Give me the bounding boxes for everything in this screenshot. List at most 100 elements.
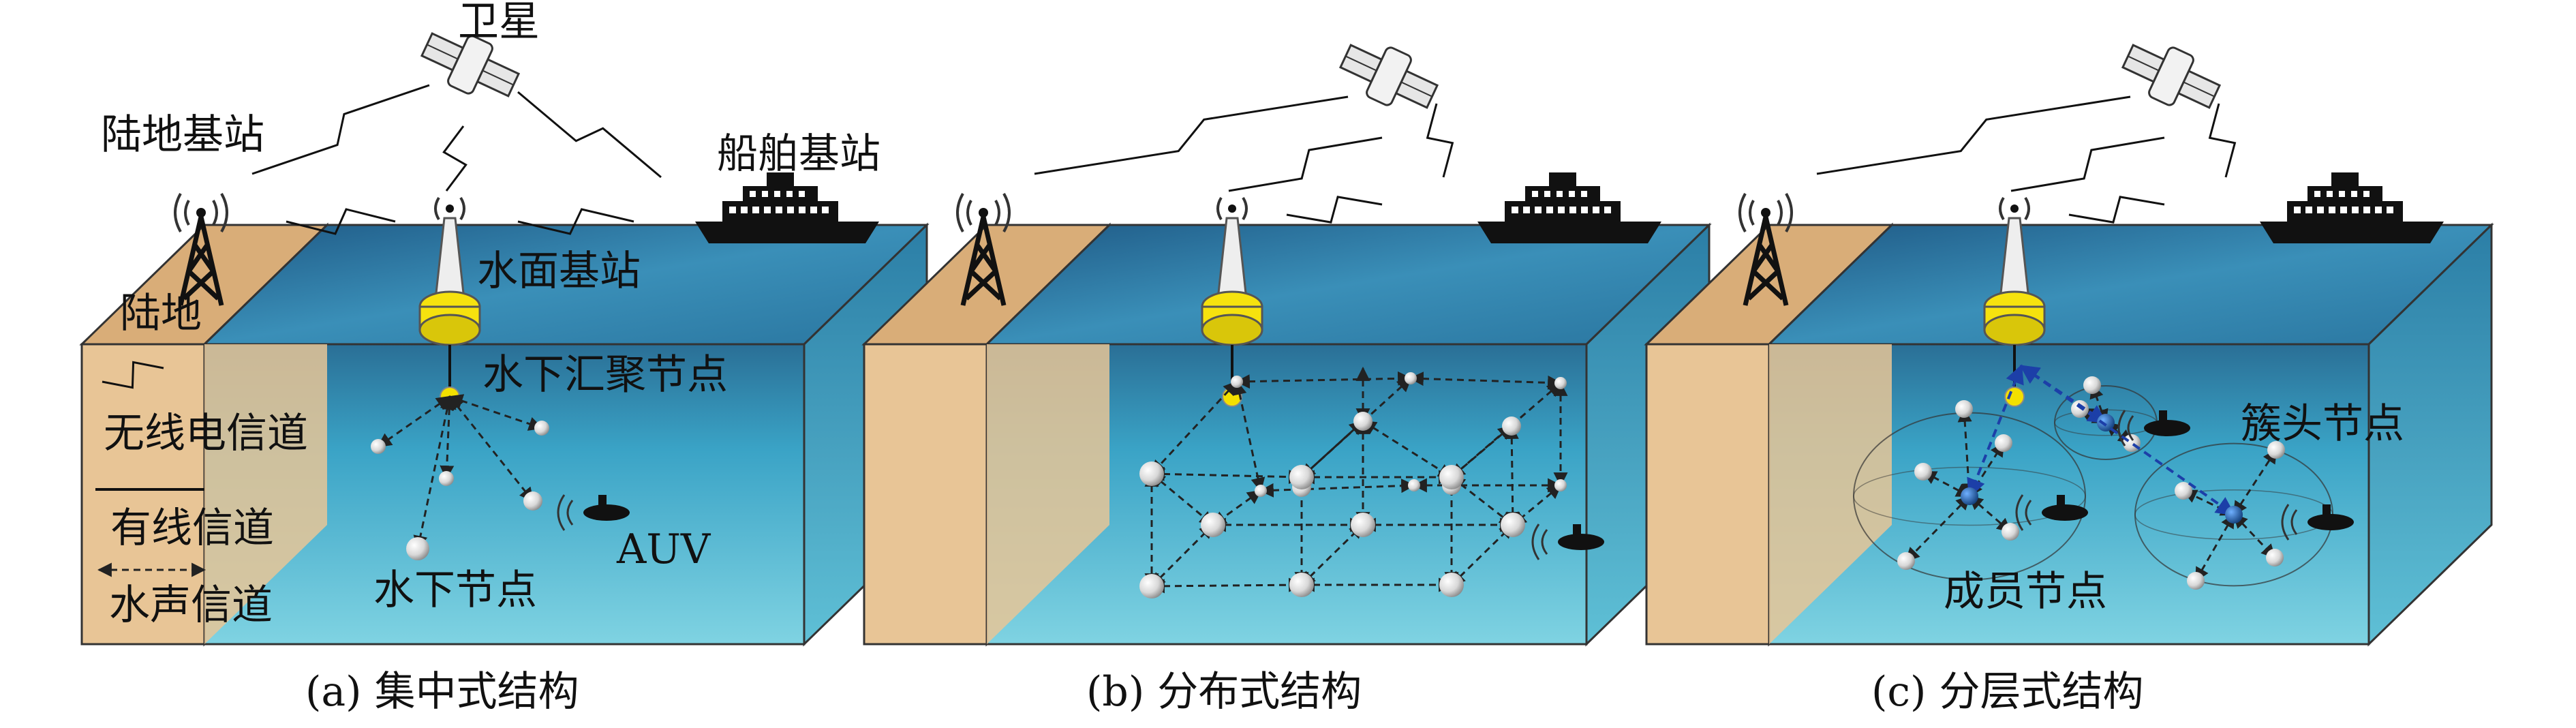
underwater-node (406, 537, 429, 560)
radio-link (2010, 136, 2165, 192)
acoustic-link (1450, 425, 1513, 479)
head-to-sink-link (1967, 364, 2024, 498)
land-tower-icon (956, 193, 1011, 306)
underwater-node (1353, 412, 1373, 431)
member-node (2267, 441, 2285, 459)
radio-link (442, 125, 467, 192)
auv-icon (1531, 524, 1604, 560)
land-label: 陆地 (120, 290, 202, 337)
auv-icon (557, 494, 630, 531)
underwater-node (1139, 461, 1164, 486)
satellite-icon (1338, 44, 1439, 109)
legend-wired-label: 有线信道 (110, 504, 274, 552)
underwater-node (1502, 416, 1521, 436)
star-topology (95, 361, 630, 577)
member-node (1897, 552, 1915, 570)
underwater-node (1231, 376, 1243, 388)
satellite-icon (2121, 44, 2222, 109)
underwater-node (1439, 573, 1464, 597)
ship-icon (1477, 172, 1661, 243)
acoustic-link (1922, 470, 1971, 498)
radio-link (1034, 95, 1349, 175)
acoustic-link (1150, 380, 1238, 475)
legend-radio-line (102, 361, 164, 389)
acoustic-link (1362, 420, 1453, 479)
cluster-head-node (2225, 506, 2243, 524)
acoustic-link (1409, 371, 1563, 390)
radio-link (2068, 196, 2165, 224)
legend-radio-label: 无线电信道 (104, 410, 308, 457)
land-tower-icon (1738, 193, 1793, 306)
auv-label: AUV (617, 526, 711, 573)
acoustic-link (1259, 479, 1416, 498)
radio-link (1286, 196, 1383, 224)
acoustic-link (1968, 495, 2012, 533)
acoustic-link (2194, 513, 2235, 582)
member-node (1914, 463, 1932, 481)
acoustic-link (1450, 476, 1514, 526)
underwater-node (1408, 479, 1420, 491)
radio-link (251, 84, 430, 175)
member-node (2071, 400, 2089, 418)
land-inner (1769, 344, 1892, 644)
underwater-node (1201, 513, 1225, 537)
acoustic-link (1300, 420, 1364, 479)
underwater-node (1289, 465, 1314, 489)
land-tower-icon (174, 193, 228, 306)
satellite-icon (420, 32, 521, 97)
land-block (1645, 343, 1770, 646)
panel-b (861, 44, 1712, 647)
member-node-label: 成员节点 (1944, 568, 2107, 616)
sink-node-label: 水下汇聚节点 (482, 351, 728, 399)
acoustic-link (2233, 513, 2276, 559)
underwater-node-label: 水下节点 (373, 566, 537, 614)
acoustic-link (1300, 524, 1364, 586)
land-inner (987, 344, 1109, 644)
underwater-node (534, 421, 549, 436)
member-node (2187, 572, 2205, 590)
acoustic-link (1450, 524, 1514, 586)
radio-link (286, 208, 396, 235)
acoustic-link (413, 395, 455, 551)
caption-a: (a) 集中式结构 (305, 668, 579, 716)
sink-node (1222, 386, 1242, 407)
land-station-label: 陆地基站 (101, 111, 264, 159)
member-node (2002, 523, 2019, 541)
radio-link (1816, 95, 2131, 175)
ship-station-label: 船舶基站 (717, 130, 880, 178)
radio-link (517, 208, 634, 235)
ship-icon (695, 172, 879, 243)
land-block (80, 343, 206, 646)
underwater-node (1351, 513, 1375, 537)
auv-icon (2281, 504, 2354, 541)
underwater-node (1554, 377, 1567, 389)
acoustic-link (1150, 472, 1214, 526)
radio-link (1228, 136, 1383, 192)
member-node (2266, 549, 2284, 566)
underwater-node (371, 439, 386, 454)
surface-station-label: 水面基站 (477, 247, 641, 295)
underwater-node (1405, 372, 1417, 384)
radio-link (517, 91, 662, 179)
acoustic-link (2233, 449, 2278, 516)
underwater-node (1255, 485, 1267, 497)
cluster-head-label: 簇头节点 (2241, 400, 2404, 448)
acoustic-link (1232, 380, 1266, 493)
radio-link (2208, 103, 2237, 178)
underwater-node (439, 471, 454, 486)
mesh-topology (1139, 366, 1604, 598)
member-node (1955, 400, 1973, 418)
land-block (863, 343, 988, 646)
satellite-label: 卫星 (458, 0, 540, 46)
cluster-topology (1853, 364, 2354, 590)
cluster-head-node (1961, 487, 1978, 505)
caption-b: (b) 分布式结构 (1086, 668, 1362, 716)
panel-c (1644, 44, 2494, 647)
acoustic-link (1905, 495, 1971, 562)
surface-buoy-icon (1983, 196, 2046, 407)
caption-c: (c) 分层式结构 (1871, 668, 2144, 716)
radio-link (1426, 103, 1454, 178)
underwater-node (1439, 465, 1464, 489)
surface-buoy-icon (418, 196, 481, 407)
